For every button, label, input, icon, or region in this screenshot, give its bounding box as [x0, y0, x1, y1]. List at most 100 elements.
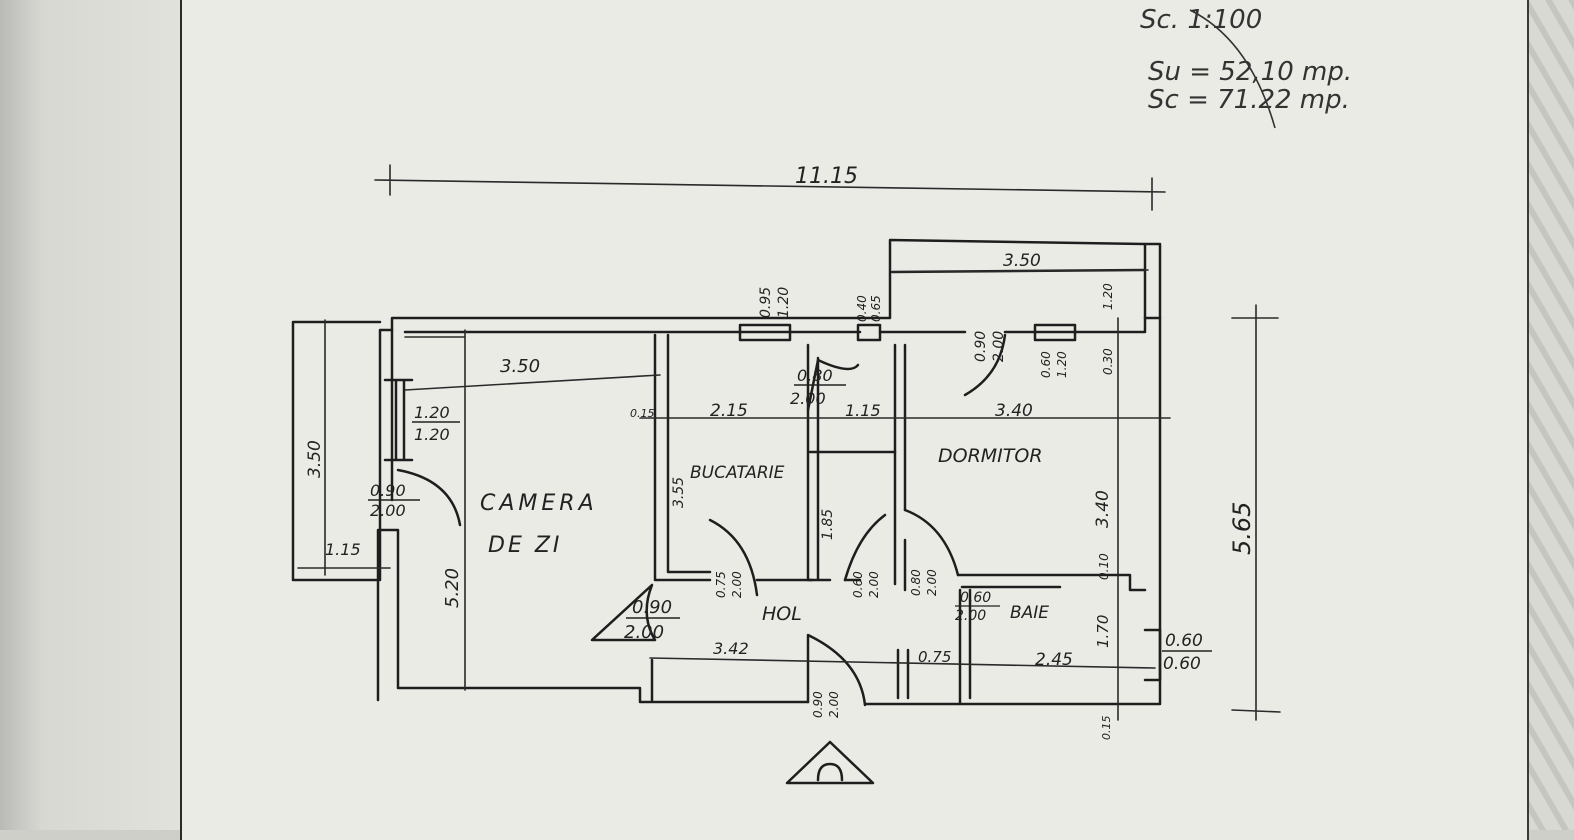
dim-bedroom-height: 3.40 — [1093, 490, 1113, 528]
dim-hall: 3.42 — [713, 639, 749, 658]
room-hall: HOL — [762, 603, 802, 625]
dim-line-living — [404, 329, 661, 691]
opening-kitchen-door: 0.80 2.00 — [790, 366, 846, 408]
wall-living-kitchen — [653, 333, 814, 582]
svg-text:2.00: 2.00 — [827, 691, 841, 718]
dim-line-right — [1231, 304, 1281, 721]
interior-wall-main — [390, 316, 1147, 502]
dim-total: 11.15 — [795, 164, 858, 189]
dim-030: 0.30 — [1101, 348, 1115, 375]
dim-corridor: 1.15 — [845, 401, 881, 420]
background-left — [0, 0, 212, 830]
dim-bedroom: 3.40 — [995, 401, 1033, 421]
strike-mark — [1189, 9, 1276, 129]
door-swing-living — [396, 468, 462, 527]
svg-text:1.20: 1.20 — [414, 425, 450, 444]
svg-text:2.00: 2.00 — [925, 569, 939, 596]
window-kitchen — [738, 323, 792, 342]
scale-text: Sc. 1:100 — [1140, 5, 1262, 35]
wall-bathroom — [956, 573, 1147, 706]
svg-text:0.90: 0.90 — [632, 597, 672, 618]
dim-line-balcony — [297, 319, 391, 576]
door-swing-wc — [843, 513, 887, 582]
svg-text:0.60: 0.60 — [1039, 351, 1053, 378]
svg-text:2.00: 2.00 — [991, 331, 1007, 362]
svg-text:2.00: 2.00 — [955, 608, 986, 624]
room-bath: BAIE — [1010, 603, 1049, 623]
dim-living-height: 5.20 — [442, 568, 463, 608]
dim-bath: 2.45 — [1035, 650, 1073, 670]
door-swing-bed-top — [963, 333, 1007, 397]
svg-text:2.00: 2.00 — [370, 501, 406, 520]
svg-text:1.20: 1.20 — [414, 403, 450, 422]
built-area-text: Sc = 71.22 mp. — [1148, 85, 1350, 115]
door-swing-kitchen — [806, 358, 860, 412]
window-living — [383, 378, 414, 462]
svg-text:1.20: 1.20 — [1055, 351, 1069, 378]
dim-line-total — [374, 164, 1166, 211]
dim-kitchen-height: 3.55 — [671, 477, 687, 508]
opening-bedroom-window: 0.60 1.20 — [1039, 351, 1069, 378]
dim-010: 0.10 — [1097, 553, 1111, 580]
svg-text:0.60: 0.60 — [1165, 631, 1203, 651]
opening-bedroom-door: 0.80 2.00 — [909, 569, 939, 596]
room-living-2: DE ZI — [488, 533, 562, 558]
svg-text:0.90: 0.90 — [973, 331, 989, 362]
opening-wc-door: 0.60 2.00 — [851, 571, 881, 598]
wall-wc — [806, 343, 897, 582]
door-swing-hall — [590, 583, 657, 642]
window-small — [856, 323, 882, 342]
svg-text:0.80: 0.80 — [797, 366, 833, 385]
door-swing-kh — [708, 518, 759, 597]
dim-kitchen: 2.15 — [710, 401, 748, 421]
dim-bath-height: 1.70 — [1094, 615, 1112, 648]
svg-text:0.60: 0.60 — [960, 590, 991, 606]
exterior-wall — [291, 238, 1162, 706]
dim-120: 1.20 — [1101, 283, 1115, 310]
svg-text:0.80: 0.80 — [909, 569, 923, 596]
entrance-marker — [785, 740, 875, 785]
svg-text:0.40: 0.40 — [855, 295, 869, 322]
opening-living-door: 0.90 2.00 — [368, 481, 420, 520]
svg-text:0.60: 0.60 — [851, 571, 865, 598]
opening-living-window: 1.20 1.20 — [412, 403, 460, 444]
dim-line-bal-top — [891, 269, 1149, 273]
dim-line-hall — [649, 657, 1156, 669]
window-bedroom — [1033, 323, 1077, 342]
svg-text:0.65: 0.65 — [869, 295, 883, 322]
svg-text:2.00: 2.00 — [790, 389, 826, 408]
opening-entry-door: 0.90 2.00 — [811, 691, 841, 718]
room-kitchen: BUCATARIE — [690, 463, 785, 483]
opening-kitchen-window: 0.95 1.20 — [758, 287, 792, 318]
svg-text:1.20: 1.20 — [776, 287, 792, 318]
dim-075: 0.75 — [918, 648, 951, 666]
opening-kitchen-hall-door: 0.75 2.00 — [714, 571, 744, 598]
svg-text:0.95: 0.95 — [758, 287, 774, 318]
dim-balcony-height: 3.50 — [305, 440, 325, 478]
svg-text:0.90: 0.90 — [370, 481, 406, 500]
dim-balcony: 3.50 — [1003, 251, 1041, 271]
dim-height-right: 5.65 — [1228, 502, 1256, 555]
svg-text:2.00: 2.00 — [730, 571, 744, 598]
svg-text:0.60: 0.60 — [1163, 654, 1201, 674]
wall-corridor — [893, 343, 907, 592]
dim-living-width: 3.50 — [500, 356, 540, 377]
door-swing-bedroom — [903, 508, 960, 577]
opening-bath-window: 0.60 0.60 — [1162, 631, 1212, 674]
svg-text:0.75: 0.75 — [714, 571, 728, 598]
svg-text:2.00: 2.00 — [867, 571, 881, 598]
dim-wc-height: 1.85 — [820, 509, 836, 540]
wall-hall-bottom — [650, 648, 910, 702]
window-bath — [1143, 628, 1162, 682]
svg-text:2.00: 2.00 — [624, 622, 664, 643]
dim-balcony-left: 1.15 — [325, 540, 361, 559]
opening-hall-door: 0.90 2.00 — [624, 597, 680, 643]
opening-bedroom-top-door: 0.90 2.00 — [973, 331, 1007, 362]
dim-015b: 0.15 — [1100, 716, 1113, 741]
dim-wall: 0.15 — [630, 407, 655, 420]
opening-bath-door: 0.60 2.00 — [955, 590, 1000, 624]
svg-text:0.90: 0.90 — [811, 691, 825, 718]
room-bedroom: DORMITOR — [938, 445, 1043, 467]
room-living-1: CAMERA — [480, 491, 598, 516]
